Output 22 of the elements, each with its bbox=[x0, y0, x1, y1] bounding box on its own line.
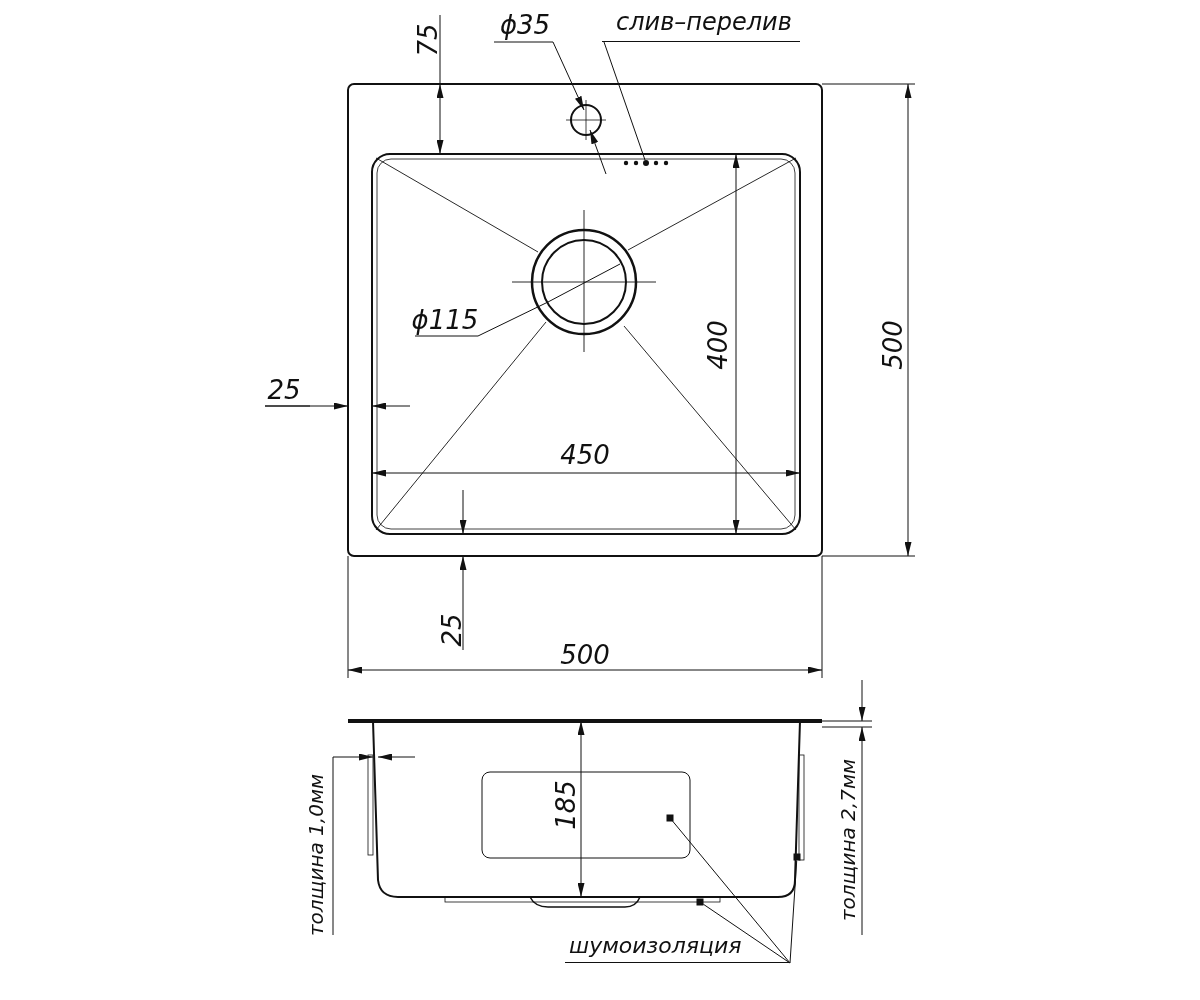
dimension-label: 25 bbox=[439, 613, 465, 647]
dimension-label: 75 bbox=[415, 23, 441, 57]
insulation-pad-marker bbox=[793, 853, 801, 861]
callout-label: слив–перелив bbox=[602, 8, 800, 42]
leader-line bbox=[702, 903, 791, 964]
dimension-label: 185 bbox=[553, 780, 579, 830]
dimension-label: толщина 2,7мм bbox=[838, 758, 858, 922]
dimension-label: 25 bbox=[267, 377, 301, 403]
dimension-label: 400 bbox=[705, 320, 731, 370]
dimension-label: 500 bbox=[560, 642, 610, 668]
insulation-pad-marker bbox=[696, 898, 704, 906]
callout-label: шумоизоляция bbox=[565, 929, 790, 963]
insulation-pad-marker bbox=[666, 814, 674, 822]
dimension-label: 450 bbox=[560, 442, 610, 468]
dimension-label: 500 bbox=[880, 320, 906, 370]
leader-line bbox=[789, 860, 798, 964]
leader-line bbox=[672, 820, 791, 964]
leader-line bbox=[603, 41, 646, 161]
overflow-holes-icon bbox=[623, 160, 669, 166]
dimension-label: ϕ115 bbox=[411, 307, 479, 333]
dimension-label: ϕ35 bbox=[499, 12, 551, 38]
dimension-label: толщина 1,0мм bbox=[306, 773, 326, 937]
